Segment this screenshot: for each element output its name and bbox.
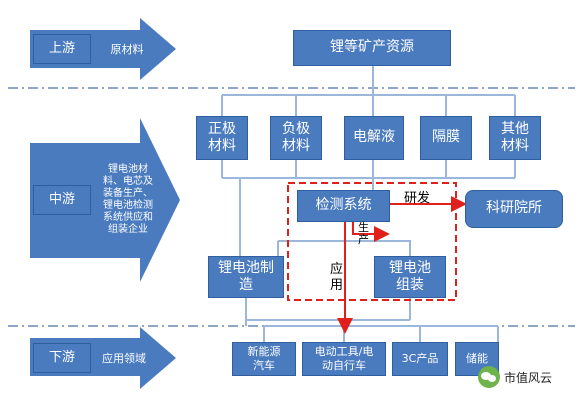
- wechat-icon: [478, 366, 500, 388]
- downstream-desc: 应用领域: [102, 352, 146, 365]
- watermark-text: 市值风云: [504, 370, 553, 385]
- upstream-label: 上游: [48, 40, 75, 56]
- midstream-arrow: [30, 118, 180, 282]
- midstream-label-box: 中游: [33, 185, 91, 215]
- upstream-desc: 原材料: [110, 43, 144, 56]
- downstream-label-box: 下游: [33, 343, 91, 373]
- upstream-arrow: [30, 18, 176, 80]
- edge-label-production: 生产: [358, 221, 369, 247]
- midstream-label: 中游: [48, 191, 75, 207]
- upstream-label-box: 上游: [33, 34, 91, 64]
- watermark: 市值风云: [478, 366, 552, 388]
- node-separator: 隔膜: [420, 116, 472, 160]
- testing-highlight-box: [287, 182, 457, 301]
- node-other: 其他材料: [489, 116, 541, 160]
- node-anode: 负极材料: [270, 116, 322, 160]
- node-testing: 检测系统: [297, 190, 390, 222]
- node-cell-mfg: 锂电池制造: [208, 256, 284, 298]
- node-research: 科研院所: [465, 190, 563, 228]
- downstream-arrow: [30, 327, 176, 389]
- midstream-desc: 锂电池材料、电芯及装备生产、锂电池检测系统供应和组装企业: [103, 164, 153, 235]
- downstream-label: 下游: [48, 349, 75, 365]
- edge-label-rd: 研发: [404, 191, 431, 206]
- node-electrolyte: 电解液: [344, 116, 404, 160]
- node-mineral: 锂等矿产资源: [293, 30, 451, 66]
- node-consumer: 3C产品: [392, 342, 448, 376]
- edge-label-application: 应用: [330, 262, 344, 294]
- node-pack: 锂电池组装: [374, 256, 446, 298]
- node-tools: 电动工具/电动自行车: [302, 342, 386, 376]
- node-cathode: 正极材料: [196, 116, 248, 160]
- production-arrow: [352, 222, 390, 242]
- node-ev: 新能源汽车: [232, 342, 296, 376]
